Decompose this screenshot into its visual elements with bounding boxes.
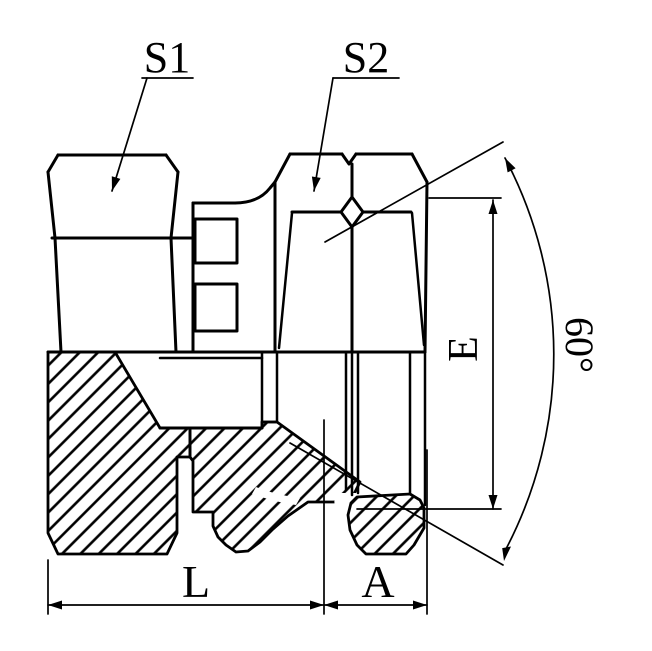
s1-leader bbox=[111, 77, 148, 192]
s2-leader bbox=[313, 77, 334, 192]
arc-arrow-top bbox=[505, 158, 516, 173]
s2-callout: S2 bbox=[311, 33, 400, 192]
s2-leader-arrow bbox=[311, 176, 321, 191]
angle-arc bbox=[504, 157, 555, 550]
s1-leader-arrow bbox=[111, 176, 121, 191]
external-upper-half bbox=[46, 152, 429, 354]
e-label: E bbox=[441, 336, 487, 362]
s2-label: S2 bbox=[343, 33, 389, 82]
bore-lines-right-port bbox=[344, 350, 427, 507]
length-dimensions: L A bbox=[47, 419, 428, 615]
e-dimension: E bbox=[356, 197, 502, 510]
hex-s2 bbox=[273, 152, 429, 354]
body-section-region bbox=[188, 420, 362, 554]
bore-gap bbox=[252, 487, 300, 505]
e-arrow-top bbox=[488, 200, 498, 214]
nut-section-block bbox=[46, 350, 192, 556]
hex2-corner-diamond bbox=[339, 195, 365, 229]
dome-curve bbox=[233, 180, 277, 205]
a-label: A bbox=[361, 556, 394, 607]
cone-line-upper bbox=[324, 141, 504, 243]
hex-s1 bbox=[46, 153, 195, 354]
section-lower-half bbox=[46, 350, 427, 558]
s1-callout: S1 bbox=[111, 33, 194, 192]
hex2-section-piece bbox=[346, 492, 426, 556]
hex2-v-notch bbox=[340, 152, 358, 166]
e-arrow-bottom bbox=[488, 495, 498, 509]
arc-arrow-bottom bbox=[502, 546, 511, 561]
body-shoulder-lower bbox=[260, 350, 279, 424]
cone-angle-dimension: 60° bbox=[289, 141, 602, 566]
cone-line-lower bbox=[289, 442, 504, 566]
l-label: L bbox=[182, 556, 210, 607]
middle-grooved-section bbox=[191, 180, 277, 354]
groove-tooth-1 bbox=[193, 217, 239, 265]
angle-label: 60° bbox=[557, 317, 602, 373]
groove-tooth-2 bbox=[193, 282, 239, 333]
s1-label: S1 bbox=[144, 33, 190, 82]
